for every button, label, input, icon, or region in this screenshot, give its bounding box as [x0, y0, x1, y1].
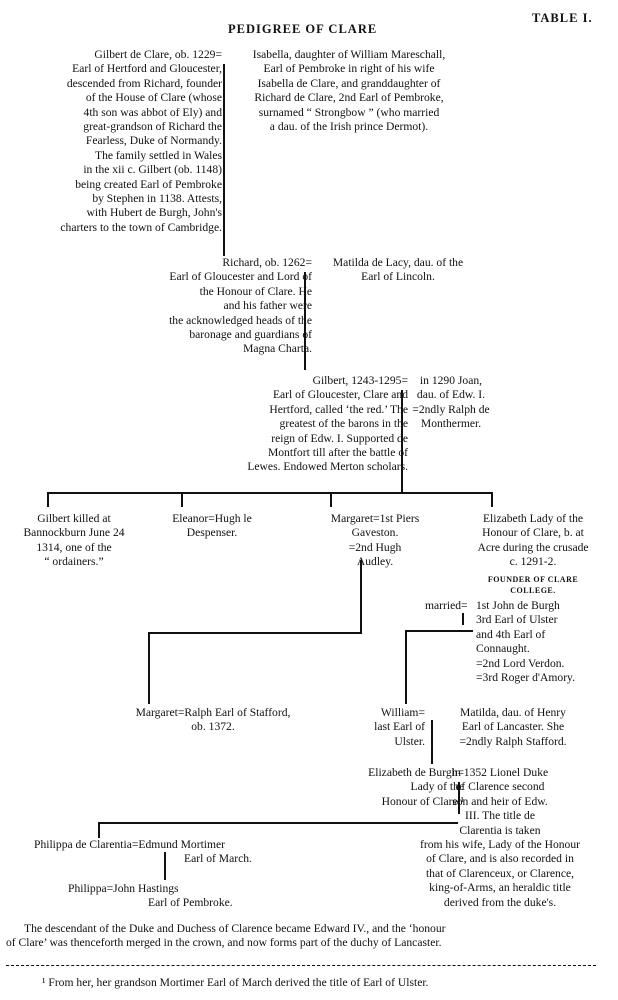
gen1-gilbert-de-clare: Gilbert de Clare, ob. 1229= Earl of Hert… [60, 48, 222, 234]
gen1-descent-line [223, 64, 225, 256]
gen6-lionel-duke-of-clarence: in 1352 Lionel Duke of Clarence second s… [419, 766, 581, 909]
margaret-descent-line-3 [148, 632, 150, 704]
elizabeth-descent-line-1 [405, 630, 473, 632]
gen6-descent-line-1 [458, 782, 460, 814]
gen5-margaret-stafford: Margaret=Ralph Earl of Stafford, ob. 137… [135, 706, 291, 734]
gen2-richard: Richard, ob. 1262= Earl of Gloucester an… [169, 256, 312, 356]
gen3-joan-of-acre: in 1290 Joan, dau. of Edw. I. =2ndly Ral… [412, 374, 490, 431]
gen7-philippa-hastings-line-0: Philippa=John Hastings [68, 882, 179, 895]
gen7-philippa-de-clarentia-line-1: Earl of March. [184, 852, 252, 866]
gen5-descent-line [431, 720, 433, 764]
gen1-isabella-mareschall: Isabella, daughter of William Mareschall… [252, 48, 446, 134]
gen4-children-bracket [47, 492, 493, 494]
gen3-gilbert-the-red: Gilbert, 1243-1295= Earl of Gloucester, … [247, 374, 408, 474]
gen4-tick-elizabeth [491, 492, 493, 507]
gen5-matilda-of-lancaster: Matilda, dau. of Henry Earl of Lancaster… [459, 706, 567, 748]
margaret-descent-line-1 [360, 560, 362, 632]
gen2-descent-line [304, 272, 306, 370]
gen4-margaret-gaveston: Margaret=1st Piers Gaveston. =2nd Hugh A… [330, 512, 420, 569]
gen4-gilbert-bannockburn: Gilbert killed at Bannockburn June 24 13… [23, 512, 125, 569]
gen4-eleanor-despenser: Eleanor=Hugh le Despenser. [172, 512, 252, 540]
gen3-descent-line [401, 390, 403, 492]
elizabeth-tick [462, 613, 464, 625]
gen4-elizabeth-de-clare: Elizabeth Lady of the Honour of Clare, b… [477, 512, 589, 569]
gen7-philippa-de-clarentia-line-0: Philippa de Clarentia=Edmund Mortimer [34, 838, 226, 851]
gen6-descent-line-2 [98, 822, 458, 824]
gen4-tick-gilbert [47, 492, 49, 507]
married-prefix: married= [425, 599, 468, 612]
gen5-william-de-burgh: William= last Earl of Ulster. [374, 706, 425, 748]
gen4-tick-eleanor [181, 492, 183, 507]
gen6-descent-line-3 [98, 822, 100, 838]
gen7-philippa-hastings-line-1: Earl of Pembroke. [148, 896, 233, 910]
page-title: PEDIGREE OF CLARE [228, 22, 378, 36]
gen2-matilda-de-lacy: Matilda de Lacy, dau. of the Earl of Lin… [332, 256, 464, 284]
margaret-descent-line-2 [148, 632, 362, 634]
gen4-tick-margaret [330, 492, 332, 507]
elizabeth-husbands: 1st John de Burgh 3rd Earl of Ulster and… [476, 599, 575, 685]
founder-of-clare-college: FOUNDER OF CLARE COLLEGE. [487, 575, 579, 595]
elizabeth-descent-line-2 [405, 630, 407, 704]
table-label: TABLE I. [532, 11, 593, 25]
conclusion-paragraph: The descendant of the Duke and Duchess o… [6, 922, 446, 950]
footnote: ¹ From her, her grandson Mortimer Earl o… [42, 976, 429, 989]
gen7-descent-line [164, 852, 166, 880]
footnote-rule [6, 965, 596, 966]
gen6-elizabeth-de-burgh: Elizabeth de Burgh= Lady of the Honour o… [368, 766, 464, 808]
